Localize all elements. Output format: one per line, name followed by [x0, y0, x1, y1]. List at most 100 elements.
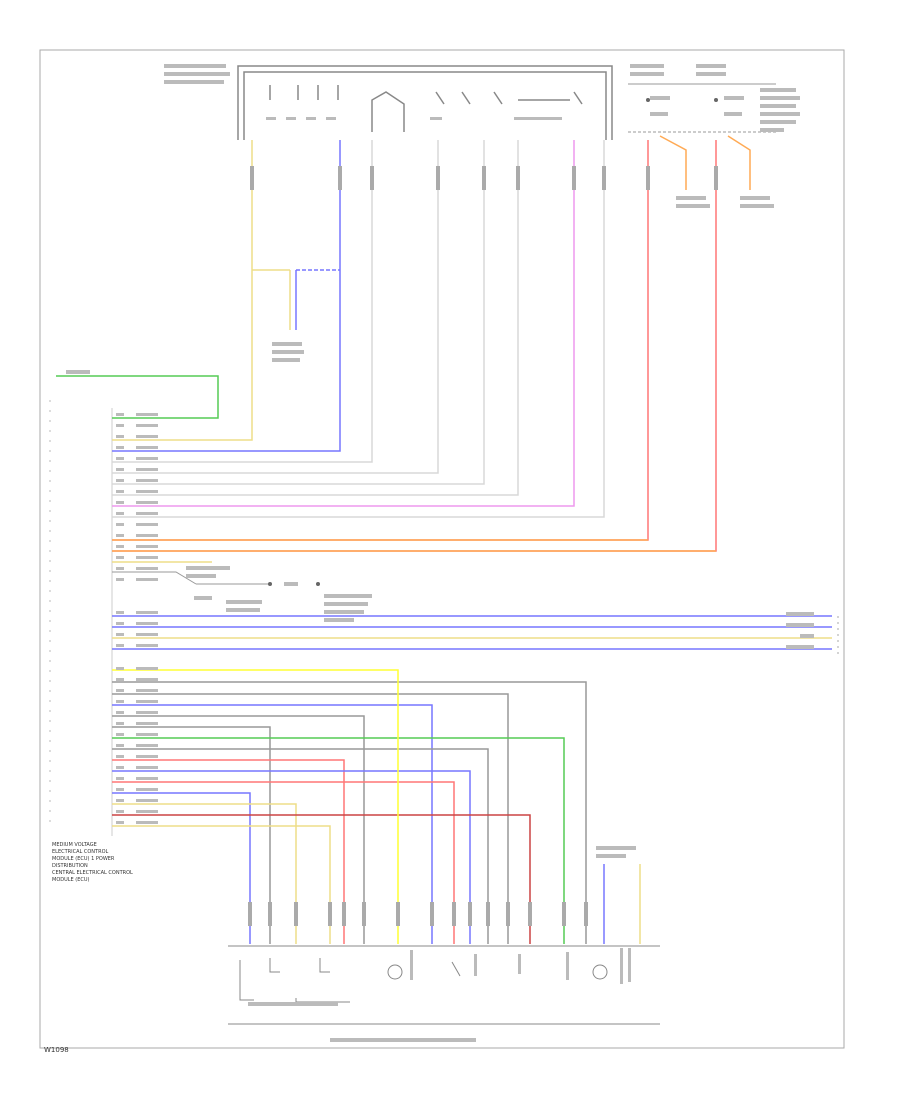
footer-code: W1098 — [44, 1046, 69, 1054]
pin-number-8 — [116, 501, 124, 504]
wire-bottom-4 — [112, 726, 271, 944]
pin-color-33 — [136, 810, 158, 813]
wire-top-7 — [112, 140, 605, 518]
pin-number-20 — [116, 667, 124, 670]
pin-color-31 — [136, 788, 158, 791]
bottom-assembly — [228, 846, 660, 1042]
wire-top-tag-3 — [436, 166, 440, 190]
fuse-box — [628, 64, 800, 133]
left-connector — [49, 400, 113, 836]
pin-number-1 — [116, 424, 124, 427]
wire-bottom-tag-14 — [396, 902, 400, 926]
pin-number-30 — [116, 777, 124, 780]
splice-junction — [252, 269, 340, 362]
pin-color-10 — [136, 523, 158, 526]
wire-top-4 — [112, 140, 485, 485]
module-label-line-2: MODULE (ECU) 1 POWER — [52, 856, 115, 862]
pin-color-29 — [136, 766, 158, 769]
top-switch-assembly — [237, 65, 613, 140]
pin-number-5 — [116, 468, 124, 471]
wire-bottom-tag-6 — [486, 902, 490, 926]
pin-color-20 — [136, 667, 158, 670]
top-switch-labels — [164, 64, 562, 120]
wire-bottom-tag-9 — [452, 902, 456, 926]
pin-number-21 — [116, 678, 124, 681]
pin-color-15 — [136, 578, 158, 581]
pin-number-26 — [116, 733, 124, 736]
wire-bottom-2 — [112, 704, 433, 944]
right-bus-wires — [112, 615, 832, 650]
wire-bottom-1 — [112, 693, 509, 944]
wire-bottom-tag-8 — [468, 902, 472, 926]
pin-number-32 — [116, 799, 124, 802]
pin-color-27 — [136, 744, 158, 747]
wire-bottom-tag-3 — [362, 902, 366, 926]
wire-top-tag-0 — [250, 166, 254, 190]
wire-top-3 — [112, 140, 439, 474]
pin-number-9 — [116, 512, 124, 515]
pin-number-11 — [116, 534, 124, 537]
module-label-line-0: MEDIUM VOLTAGE — [52, 842, 97, 848]
wire-bottom-tag-0 — [584, 902, 588, 926]
pin-color-24 — [136, 711, 158, 714]
wire-bottom-tag-7 — [342, 902, 346, 926]
wire-top-1 — [112, 140, 341, 452]
pin-color-28 — [136, 755, 158, 758]
pin-color-23 — [136, 700, 158, 703]
pin-number-7 — [116, 490, 124, 493]
pin-number-29 — [116, 766, 124, 769]
pin-number-25 — [116, 722, 124, 725]
wire-bottom-tag-12 — [528, 902, 532, 926]
fuse-wire-stubs — [659, 135, 774, 208]
pin-number-18 — [116, 633, 124, 636]
wire-top-tag-6 — [572, 166, 576, 190]
module-label-line-3: DISTRIBUTION — [52, 863, 88, 869]
pin-color-1 — [136, 424, 158, 427]
top-wires — [112, 140, 718, 563]
pin-color-22 — [136, 689, 158, 692]
pin-number-3 — [116, 446, 124, 449]
bottom-wires — [112, 669, 588, 944]
pin-color-13 — [136, 556, 158, 559]
wire-bottom-14 — [112, 669, 399, 944]
pin-color-30 — [136, 777, 158, 780]
pin-number-22 — [116, 689, 124, 692]
pin-color-4 — [136, 457, 158, 460]
pin-number-4 — [116, 457, 124, 460]
pin-color-21 — [136, 678, 158, 681]
wire-top-2 — [112, 140, 373, 463]
pin-color-7 — [136, 490, 158, 493]
pin-color-32 — [136, 799, 158, 802]
pin-number-2 — [116, 435, 124, 438]
wire-bottom-0 — [112, 681, 587, 944]
wire-top-tag-8 — [646, 166, 650, 190]
pin-color-6 — [136, 479, 158, 482]
pin-number-33 — [116, 810, 124, 813]
right-offpage-markers — [786, 612, 839, 656]
pin-number-34 — [116, 821, 124, 824]
pin-color-3 — [136, 446, 158, 449]
wire-top-9 — [112, 140, 717, 552]
wire-bottom-tag-2 — [430, 902, 434, 926]
wire-bottom-tag-13 — [328, 902, 332, 926]
pin-number-12 — [116, 545, 124, 548]
pin-color-9 — [136, 512, 158, 515]
wire-bottom-11 — [112, 803, 297, 944]
connector-pin-labels — [116, 413, 158, 824]
wire-bottom-8 — [112, 770, 471, 944]
pin-color-16 — [136, 611, 158, 614]
wire-bottom-9 — [112, 781, 455, 944]
wire-bottom-5 — [112, 737, 565, 944]
pin-number-19 — [116, 644, 124, 647]
pin-number-24 — [116, 711, 124, 714]
wire-top-tag-1 — [338, 166, 342, 190]
wire-bottom-13 — [112, 825, 331, 944]
wire-top-tag-9 — [714, 166, 718, 190]
pin-color-18 — [136, 633, 158, 636]
inline-component — [112, 566, 372, 622]
wire-top-8 — [112, 140, 649, 541]
wire-bottom-tag-4 — [268, 902, 272, 926]
pin-number-28 — [116, 755, 124, 758]
